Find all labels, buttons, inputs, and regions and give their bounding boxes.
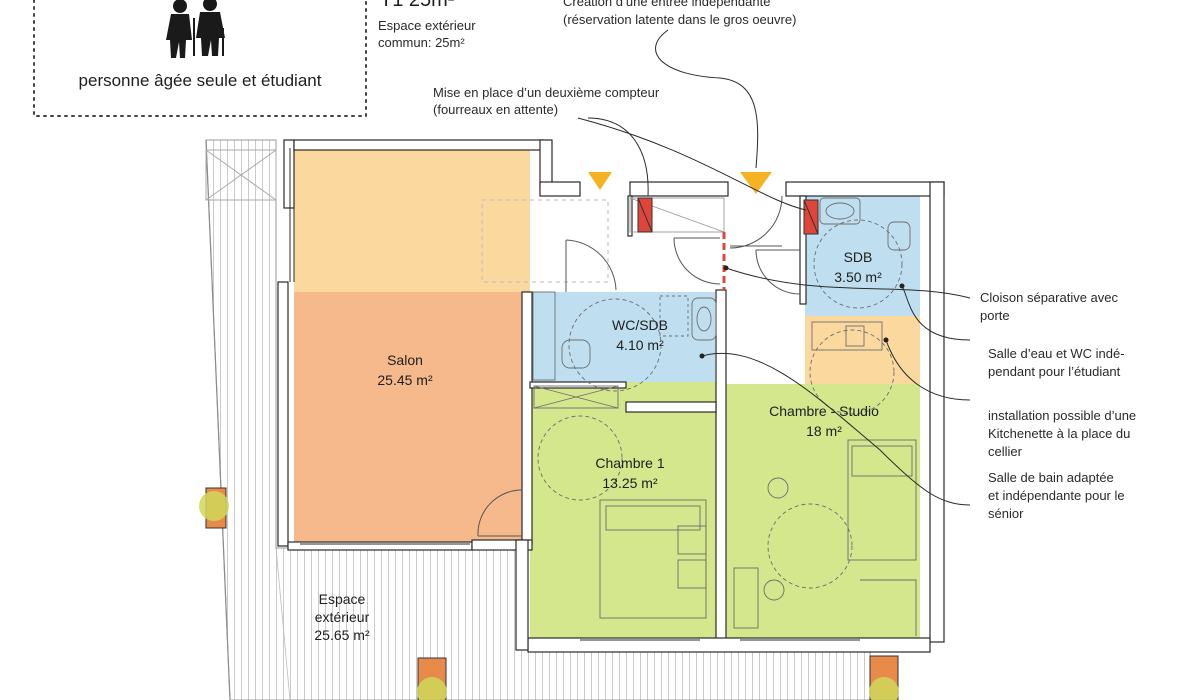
room-studio-name: Chambre - Studio bbox=[769, 403, 879, 419]
walls bbox=[277, 139, 945, 653]
leader-lines bbox=[577, 29, 971, 506]
note-kitchenette-line1: installation possible d’une bbox=[988, 408, 1136, 423]
room-sdb-name: SDB bbox=[844, 249, 873, 265]
note-kitchenette-line3: cellier bbox=[988, 444, 1023, 459]
outdoor-lamp-icon bbox=[869, 655, 899, 700]
room-chambre1-name: Chambre 1 bbox=[595, 455, 664, 471]
legend-box: personne âgée seule et étudiant bbox=[33, 0, 367, 117]
note-compteur-line1: Mise en place d’un deuxième compteur bbox=[433, 85, 660, 100]
room-exterior-area: 25.65 m² bbox=[314, 627, 370, 643]
room-sdb-area: 3.50 m² bbox=[834, 269, 882, 285]
meter-box-icon bbox=[803, 199, 819, 235]
room-exterior-line1: Espace bbox=[319, 591, 366, 607]
two-people-silhouette-icon bbox=[166, 0, 225, 58]
furniture bbox=[532, 197, 917, 636]
entrance-triangle-icon bbox=[740, 172, 772, 194]
room-salon-name: Salon bbox=[387, 352, 423, 368]
exterior-common-line1: Espace extérieur bbox=[378, 18, 476, 33]
chambre1-fill bbox=[530, 382, 716, 638]
note-salle-bain-line3: sénior bbox=[988, 506, 1024, 521]
outdoor-lamp-icon bbox=[417, 657, 447, 700]
note-entree-line1: Création d’une entrée indépendante bbox=[563, 0, 770, 9]
room-salon-area: 25.45 m² bbox=[377, 372, 433, 388]
exterior-common-line2: commun: 25m² bbox=[378, 35, 465, 50]
meter-box-icon bbox=[637, 197, 653, 233]
salon-fill bbox=[294, 292, 530, 542]
windows bbox=[205, 148, 860, 641]
note-salle-bain-line2: et indépendante pour le bbox=[988, 488, 1125, 503]
salon-upper-fill bbox=[294, 150, 530, 292]
typology-label: T1 25m² bbox=[380, 0, 455, 11]
note-salle-bain-line1: Salle de bain adaptée bbox=[988, 470, 1114, 485]
note-cloison-line1: Cloison séparative avec bbox=[980, 290, 1119, 305]
room-wcsdb-name: WC/SDB bbox=[612, 317, 668, 333]
room-exterior-line2: extérieur bbox=[315, 609, 370, 625]
note-kitchenette-line2: Kitchenette à la place du bbox=[988, 426, 1130, 441]
note-salle-eau-line2: pendant pour l’étudiant bbox=[988, 364, 1121, 379]
note-compteur-line2: (fourreaux en attente) bbox=[433, 102, 558, 117]
doors bbox=[477, 195, 801, 537]
outdoor-lamp-icon bbox=[199, 487, 229, 529]
room-chambre1-area: 13.25 m² bbox=[602, 475, 658, 491]
note-cloison-line2: porte bbox=[980, 308, 1010, 323]
note-entree-line2: (réservation latente dans le gros oeuvre… bbox=[563, 12, 796, 27]
entrance-triangle-icon bbox=[588, 172, 612, 190]
note-salle-eau-line1: Salle d’eau et WC indé- bbox=[988, 346, 1125, 361]
room-studio-area: 18 m² bbox=[806, 423, 842, 439]
legend-caption: personne âgée seule et étudiant bbox=[79, 71, 322, 90]
room-wcsdb-area: 4.10 m² bbox=[616, 337, 664, 353]
